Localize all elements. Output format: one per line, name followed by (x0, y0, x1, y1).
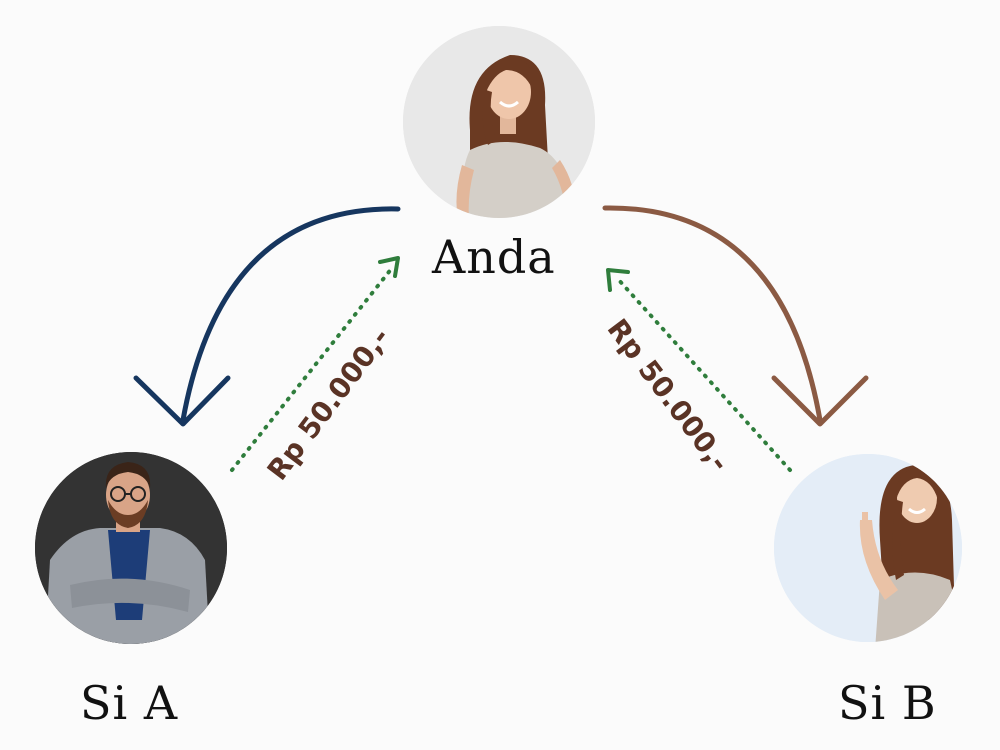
name-si-a: Si A (80, 676, 179, 730)
name-si-b: Si B (838, 676, 937, 730)
arrow-you-to-b (602, 205, 869, 427)
man-glasses-avatar (35, 452, 227, 644)
arrow-you-to-a (133, 206, 401, 427)
dotted-arrow-a-to-you (230, 256, 400, 472)
name-anda: Anda (432, 230, 556, 284)
woman-smiling-avatar (403, 26, 595, 218)
woman-pointing-avatar (774, 454, 962, 642)
dotted-arrow-b-to-you (606, 268, 792, 472)
